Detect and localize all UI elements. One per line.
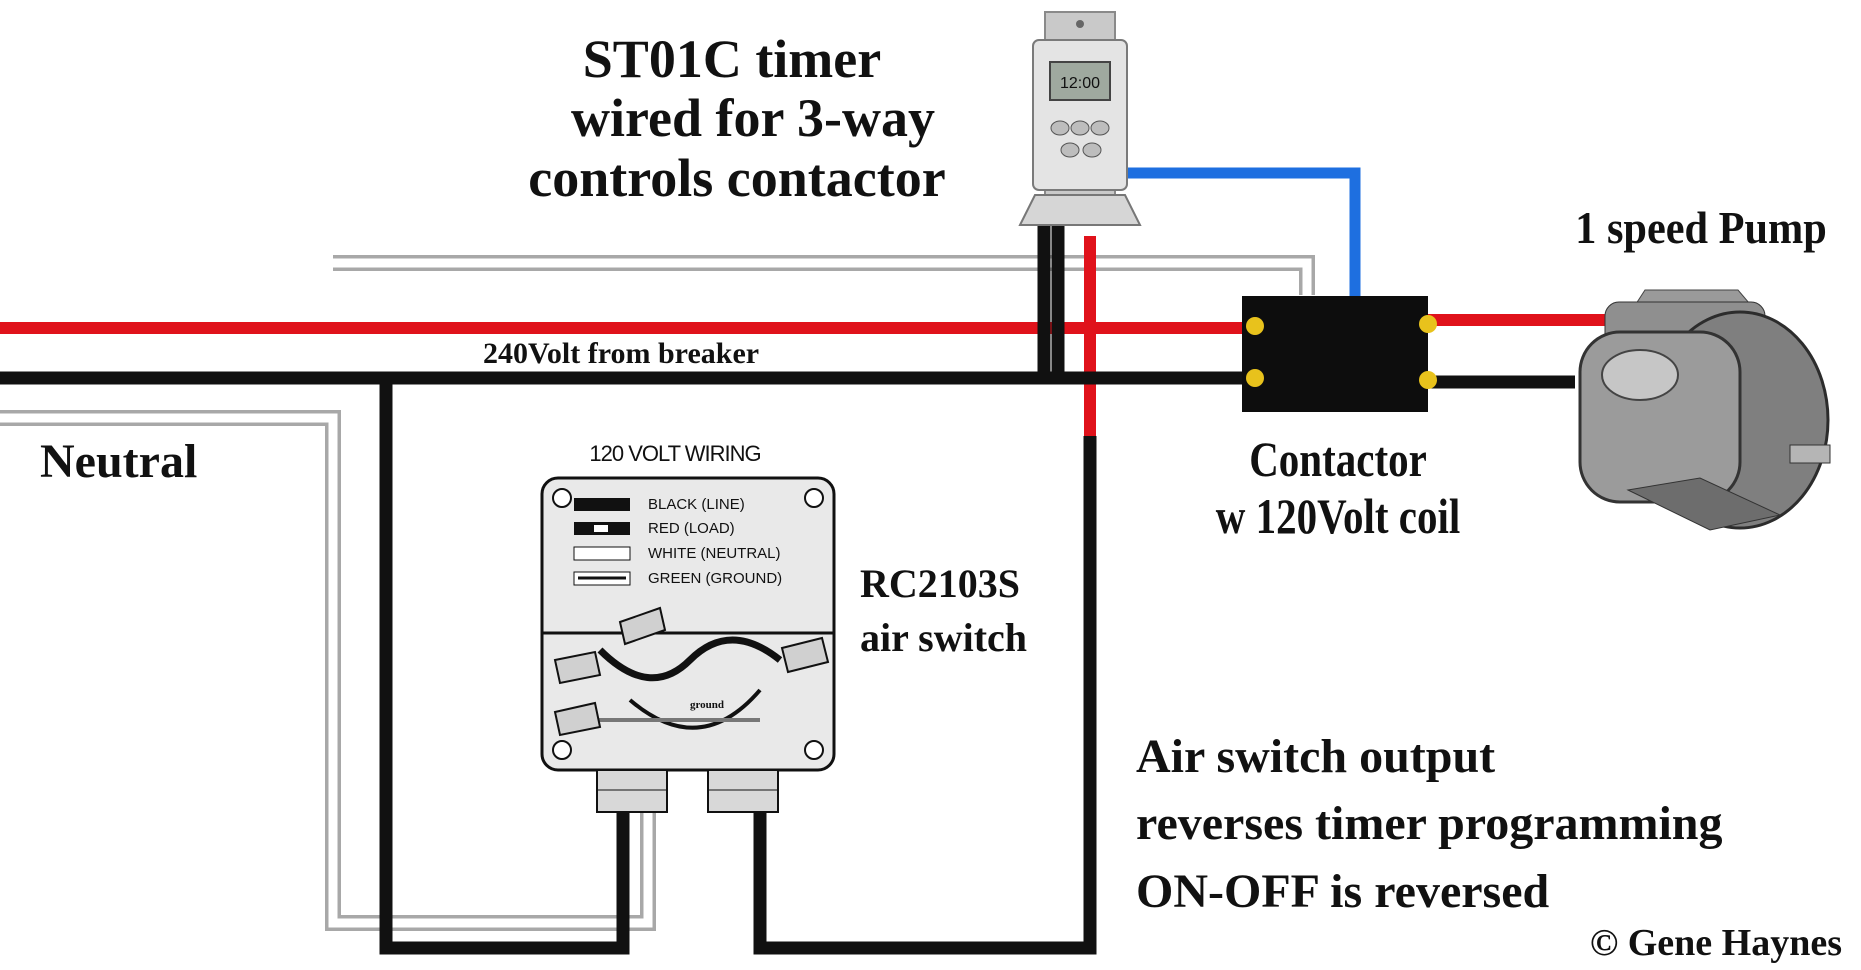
timer-display-text: 12:00 [1060,75,1100,92]
timer-device [1018,11,1142,226]
wiring-box-title: 120 VOLT WIRING [589,441,760,466]
pump-motor-image [1578,289,1831,531]
neutral-label: Neutral [40,435,197,488]
legend-red-load: RED (LOAD) [648,520,735,537]
breaker-label: 240Volt from breaker [483,337,759,370]
air-switch-box [540,476,836,813]
contactor-label-line-2: w 120Volt coil [1216,488,1460,544]
contactor [1242,296,1437,412]
pump-label: 1 speed Pump [1575,202,1827,253]
copyright-label: © Gene Haynes [1590,922,1842,964]
blue-coil-wire [1113,167,1361,297]
title-line-3: controls contactor [528,148,945,208]
note-line-2: reverses timer programming [1136,797,1723,850]
airswitch-label-line-2: air switch [860,615,1027,660]
legend-black-line: BLACK (LINE) [648,496,745,513]
title-line-1: ST01C timer [583,29,881,89]
airswitch-label-line-1: RC2103S [860,561,1020,606]
black-line-wire [0,226,1575,955]
note-line-3: ON-OFF is reversed [1136,865,1550,918]
title-line-2: wired for 3-way [571,88,935,148]
contactor-label-line-1: Contactor [1249,431,1427,487]
legend-green-ground: GREEN (GROUND) [648,570,782,587]
ground-label: ground [690,699,724,711]
legend-white-neutral: WHITE (NEUTRAL) [648,545,781,562]
note-line-1: Air switch output [1136,730,1495,783]
